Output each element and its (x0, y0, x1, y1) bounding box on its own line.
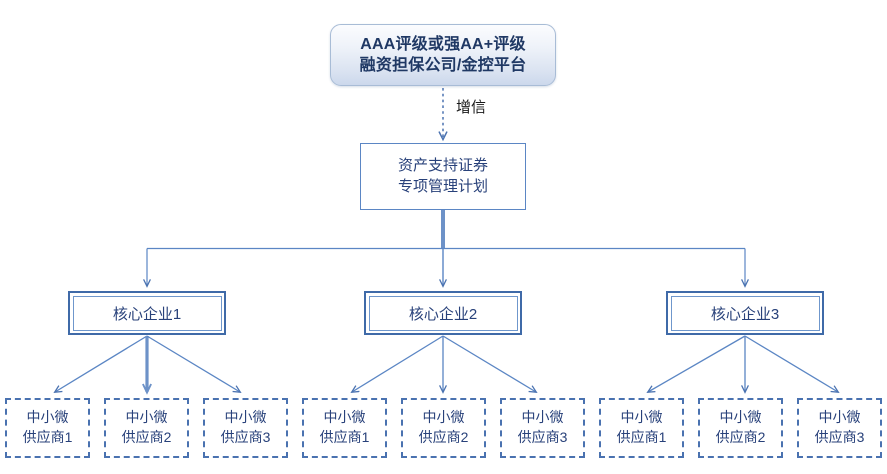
supplier-3-1-line-1: 中小微 (620, 409, 663, 426)
supplier-1-2-line-1: 中小微 (125, 409, 168, 426)
supplier-2-2-line-2: 供应商2 (418, 429, 469, 445)
supplier-2-2-line-1: 中小微 (422, 409, 465, 426)
core-enterprise-3-label: 核心企业3 (710, 305, 780, 323)
supplier-3-3-line-2: 供应商3 (814, 429, 865, 445)
node-supplier-3-2[interactable]: 中小微 供应商2 (698, 398, 783, 458)
supplier-2-1-line-2: 供应商1 (319, 429, 370, 445)
abs-plan-line-1: 资产支持证券 (397, 157, 488, 175)
node-supplier-2-1[interactable]: 中小微 供应商1 (302, 398, 387, 458)
supplier-3-1-line-2: 供应商1 (616, 429, 667, 445)
edge-core1-to-suppliers (53, 335, 242, 395)
supplier-1-3-line-2: 供应商3 (220, 429, 271, 445)
supplier-2-1-line-1: 中小微 (323, 409, 366, 426)
node-supplier-3-3[interactable]: 中小微 供应商3 (797, 398, 882, 458)
node-guarantor[interactable]: AAA评级或强AA+评级 融资担保公司/金控平台 (330, 24, 556, 86)
core-enterprise-1-label: 核心企业1 (112, 305, 182, 323)
node-supplier-1-2[interactable]: 中小微 供应商2 (104, 398, 189, 458)
edge-core3-to-suppliers (646, 335, 840, 394)
node-abs-plan[interactable]: 资产支持证券 专项管理计划 (360, 143, 526, 210)
edge-bus-horizontal (143, 247, 749, 288)
core-enterprise-3-frame: 核心企业3 (670, 295, 820, 331)
guarantor-line-2: 融资担保公司/金控平台 (359, 57, 527, 74)
supplier-1-2-line-2: 供应商2 (121, 429, 172, 445)
node-supplier-2-3[interactable]: 中小微 供应商3 (500, 398, 585, 458)
node-core-enterprise-1[interactable]: 核心企业1 (68, 291, 226, 335)
abs-plan-line-2: 专项管理计划 (397, 177, 488, 195)
core-enterprise-2-frame: 核心企业2 (368, 295, 518, 331)
supplier-1-1-line-2: 供应商1 (22, 429, 73, 445)
node-supplier-1-3[interactable]: 中小微 供应商3 (203, 398, 288, 458)
supplier-1-3-line-1: 中小微 (224, 409, 267, 426)
node-supplier-1-1[interactable]: 中小微 供应商1 (5, 398, 90, 458)
node-core-enterprise-2[interactable]: 核心企业2 (364, 291, 522, 335)
guarantor-line-1: AAA评级或强AA+评级 (360, 35, 526, 53)
core-enterprise-1-frame: 核心企业1 (72, 295, 222, 331)
supplier-3-3-line-1: 中小微 (818, 409, 861, 426)
node-supplier-2-2[interactable]: 中小微 供应商2 (401, 398, 486, 458)
node-core-enterprise-3[interactable]: 核心企业3 (666, 291, 824, 335)
node-supplier-3-1[interactable]: 中小微 供应商1 (599, 398, 684, 458)
supplier-3-2-line-2: 供应商2 (715, 429, 766, 445)
supplier-2-3-line-2: 供应商3 (517, 429, 568, 445)
supplier-3-2-line-1: 中小微 (719, 409, 762, 426)
supplier-2-3-line-1: 中小微 (521, 409, 564, 426)
edge-label-credit-enhancement: 增信 (456, 99, 487, 116)
core-enterprise-2-label: 核心企业2 (408, 305, 478, 323)
supplier-1-1-line-1: 中小微 (26, 409, 69, 426)
edge-core2-to-suppliers (350, 335, 538, 394)
